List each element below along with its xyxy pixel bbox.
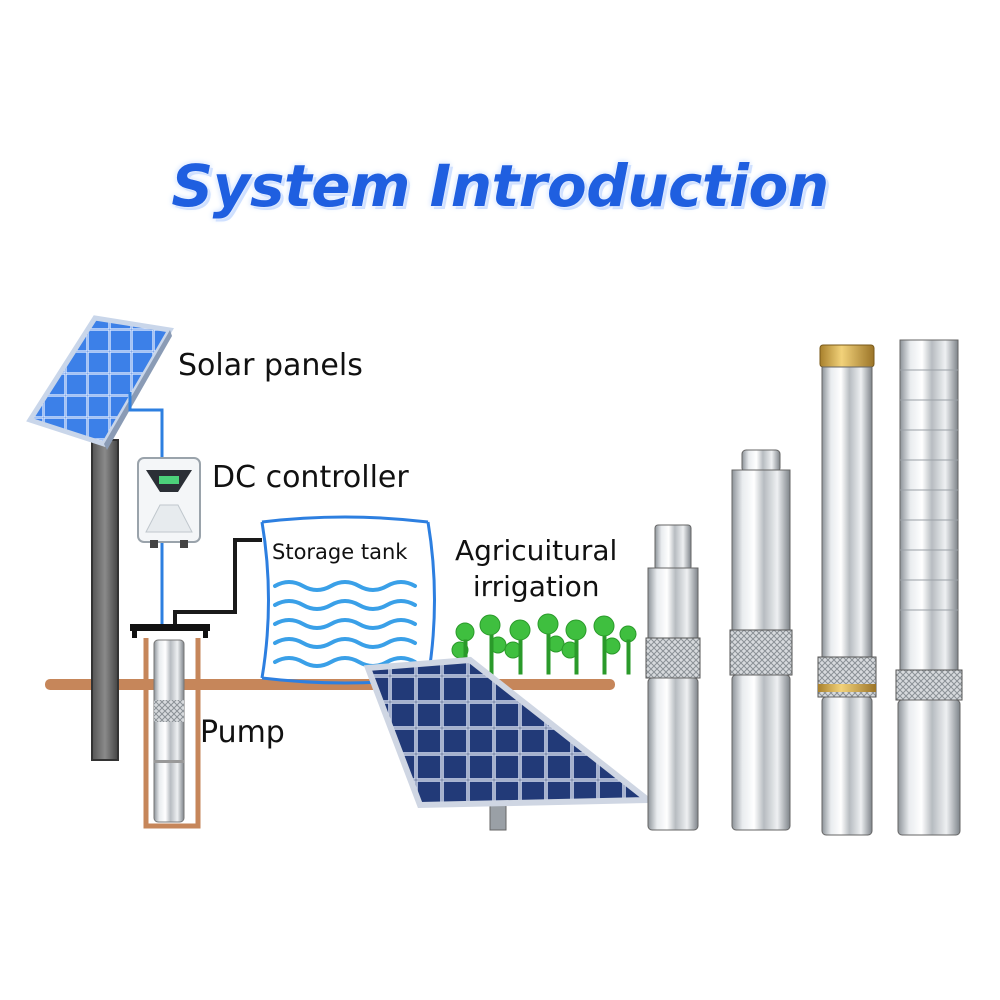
submersible-pump-icon xyxy=(153,639,185,823)
dc-controller-label: DC controller xyxy=(212,460,409,495)
submersible-pump-icon xyxy=(645,339,963,836)
page-title: System Introduction xyxy=(171,152,829,220)
wiring xyxy=(128,392,164,625)
water-pipe xyxy=(173,538,268,625)
solar-panel-icon xyxy=(26,315,174,450)
dc-controller-icon xyxy=(137,457,201,548)
storage-tank-icon xyxy=(260,515,436,685)
storage-tank-label: Storage tank xyxy=(272,540,408,564)
plant-icon xyxy=(451,613,637,676)
irrigation-label: Agricuitural irrigation xyxy=(455,533,617,605)
panel-pole xyxy=(91,439,119,761)
ground-line xyxy=(45,679,615,690)
solar-panels-label: Solar panels xyxy=(178,348,363,383)
pump-label: Pump xyxy=(200,715,285,750)
irrigation-label-line2: irrigation xyxy=(472,570,600,603)
well-casing xyxy=(130,624,210,829)
irrigation-label-line1: Agricuitural xyxy=(455,534,618,567)
